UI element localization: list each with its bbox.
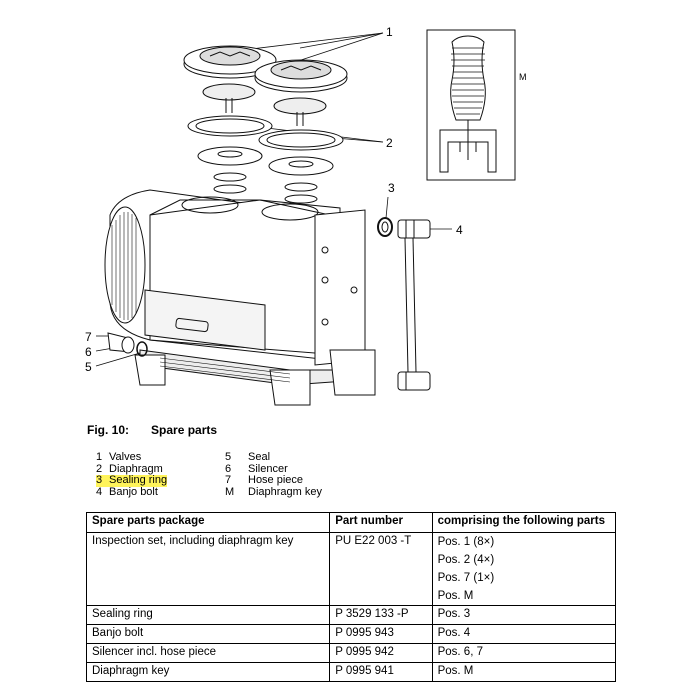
legend-num: 4 <box>96 485 103 498</box>
cell-parts: Pos. M <box>431 662 617 682</box>
exploded-view-drawing <box>95 29 516 406</box>
table-row: Inspection set, including diaphragm key … <box>85 532 617 606</box>
part-line: Pos. 7 (1×) <box>437 572 495 584</box>
cell-part-number: P 0995 942 <box>329 643 433 663</box>
figure-title: Spare parts <box>151 423 218 437</box>
legend-item: 2 Diaphragm <box>96 462 167 476</box>
legend-num: 5 <box>225 451 232 463</box>
spare-parts-table: Spare parts package Part number comprisi… <box>85 512 617 682</box>
legend-num: 1 <box>96 451 103 463</box>
legend-right: 5 Seal 6 Silencer 7 Hose piece M Diaphragm k… <box>225 451 322 499</box>
legend-label: Silencer <box>248 462 288 475</box>
header-comprising: comprising the following parts <box>431 512 617 533</box>
header-package: Spare parts package <box>85 512 331 533</box>
cell-parts: Pos. 6, 7 <box>431 643 617 663</box>
legend-item: M Diaphragm key <box>225 485 322 499</box>
callout-5: 5 <box>85 360 92 374</box>
callout-6: 6 <box>85 345 92 359</box>
legend-label: Seal <box>248 451 271 463</box>
part-line: Pos. 2 (4×) <box>437 554 495 566</box>
legend-num: 2 <box>96 462 103 475</box>
legend-item: 4 Banjo bolt <box>96 485 167 499</box>
cell-package: Inspection set, including diaphragm key <box>85 532 331 606</box>
legend-num: 6 <box>225 462 232 475</box>
header-part-number: Part number <box>329 512 433 533</box>
legend-label: Hose piece <box>248 474 304 486</box>
legend-label: Banjo bolt <box>109 485 158 498</box>
legend-label: Sealing ring <box>108 474 168 487</box>
diaphragm-key-inset <box>426 29 516 181</box>
legend-item: 1 Valves <box>96 451 167 464</box>
legend-label: Diaphragm <box>109 462 163 475</box>
cell-package: Diaphragm key <box>85 662 331 682</box>
cell-part-number: PU E22 003 -T <box>329 532 433 606</box>
callout-m: M <box>519 72 527 82</box>
legend-item: 6 Silencer <box>225 462 322 476</box>
legend-item: 5 Seal <box>225 451 322 464</box>
banjo-bolt <box>397 219 431 391</box>
callout-3: 3 <box>388 181 395 195</box>
silencer-assembly <box>107 332 148 357</box>
cell-part-number: P 0995 943 <box>329 624 433 644</box>
cell-parts: Pos. 3 <box>431 605 617 625</box>
table-row: Silencer incl. hose piece P 0995 942 Pos… <box>85 643 617 663</box>
legend-label: Valves <box>109 451 142 463</box>
callout-7: 7 <box>85 330 92 344</box>
callout-4: 4 <box>456 223 463 237</box>
table-row: Banjo bolt P 0995 943 Pos. 4 <box>85 624 617 644</box>
figure-caption: Fig. 10: Spare parts <box>87 423 217 437</box>
pump-body <box>104 189 376 406</box>
cell-package: Sealing ring <box>85 605 331 625</box>
part-line: Pos. M <box>437 590 474 602</box>
cell-part-number: P 0995 941 <box>329 662 433 682</box>
legend-label: Diaphragm key <box>248 485 322 498</box>
table-row: Diaphragm key P 0995 941 Pos. M <box>85 662 617 682</box>
cell-package: Banjo bolt <box>85 624 331 644</box>
figure-label: Fig. 10: <box>87 423 130 437</box>
cell-parts: Pos. 4 <box>431 624 617 644</box>
valve-right <box>254 59 348 93</box>
valve-left <box>183 45 277 79</box>
legend-num: 3 <box>96 474 108 487</box>
table-row: Sealing ring P 3529 133 -P Pos. 3 <box>85 605 617 625</box>
cell-part-number: P 3529 133 -P <box>329 605 433 625</box>
callout-1: 1 <box>386 25 393 39</box>
table-header-row: Spare parts package Part number comprisi… <box>85 512 617 533</box>
legend-num: M <box>225 485 235 498</box>
legend-item: 7 Hose piece <box>225 474 322 487</box>
part-line: Pos. 1 (8×) <box>437 536 495 548</box>
cell-package: Silencer incl. hose piece <box>85 643 331 663</box>
cell-parts: Pos. 1 (8×) Pos. 2 (4×) Pos. 7 (1×) Pos.… <box>431 532 617 606</box>
callout-2: 2 <box>386 136 393 150</box>
legend-num: 7 <box>225 474 232 486</box>
